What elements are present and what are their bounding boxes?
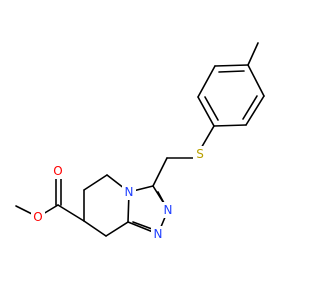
atom-n-bridgehead-group: N xyxy=(122,184,136,200)
bond-ring-inner-1 xyxy=(218,70,245,73)
atom-o-ester-group: O xyxy=(31,209,45,225)
bond-ring-f xyxy=(214,64,249,67)
atom-n-triazole-upper-group: N xyxy=(161,202,175,218)
bond-ring-inner-2 xyxy=(242,95,258,120)
bond-c7-ester-c xyxy=(57,204,85,222)
bond-c8-c8a xyxy=(105,221,129,237)
bond-methyl xyxy=(247,42,259,66)
bond-layer xyxy=(15,42,265,237)
atom-sulfur: S xyxy=(196,147,204,161)
atom-o-ester: O xyxy=(33,210,42,224)
bond-ring-e xyxy=(197,65,216,98)
bond-n1-c8a-double xyxy=(132,221,153,230)
bond-ring-d xyxy=(197,96,215,127)
atom-n-triazole-lower: N xyxy=(154,227,163,241)
bond-ring-inner-3 xyxy=(204,96,219,121)
atom-n-triazole-lower-group: N xyxy=(151,226,165,242)
bond-c5-c6 xyxy=(83,174,108,191)
atom-label-layer: S N N N O O xyxy=(31,146,207,242)
atom-n-bridgehead: N xyxy=(125,185,134,199)
atom-o-carbonyl-group: O xyxy=(51,163,65,179)
bond-ring-a xyxy=(247,64,265,97)
bond-c7-c8 xyxy=(83,220,107,237)
atom-o-carbonyl: O xyxy=(53,164,62,178)
atom-sulfur-group: S xyxy=(193,146,207,162)
atom-n-triazole-upper: N xyxy=(164,203,173,217)
chemical-structure: S N N N O O xyxy=(15,42,265,242)
bond-ch2-triazole xyxy=(152,157,168,187)
bond-ring-b xyxy=(245,95,265,126)
bond-c3-n2-double xyxy=(157,191,165,204)
bond-ring-c xyxy=(213,124,247,127)
